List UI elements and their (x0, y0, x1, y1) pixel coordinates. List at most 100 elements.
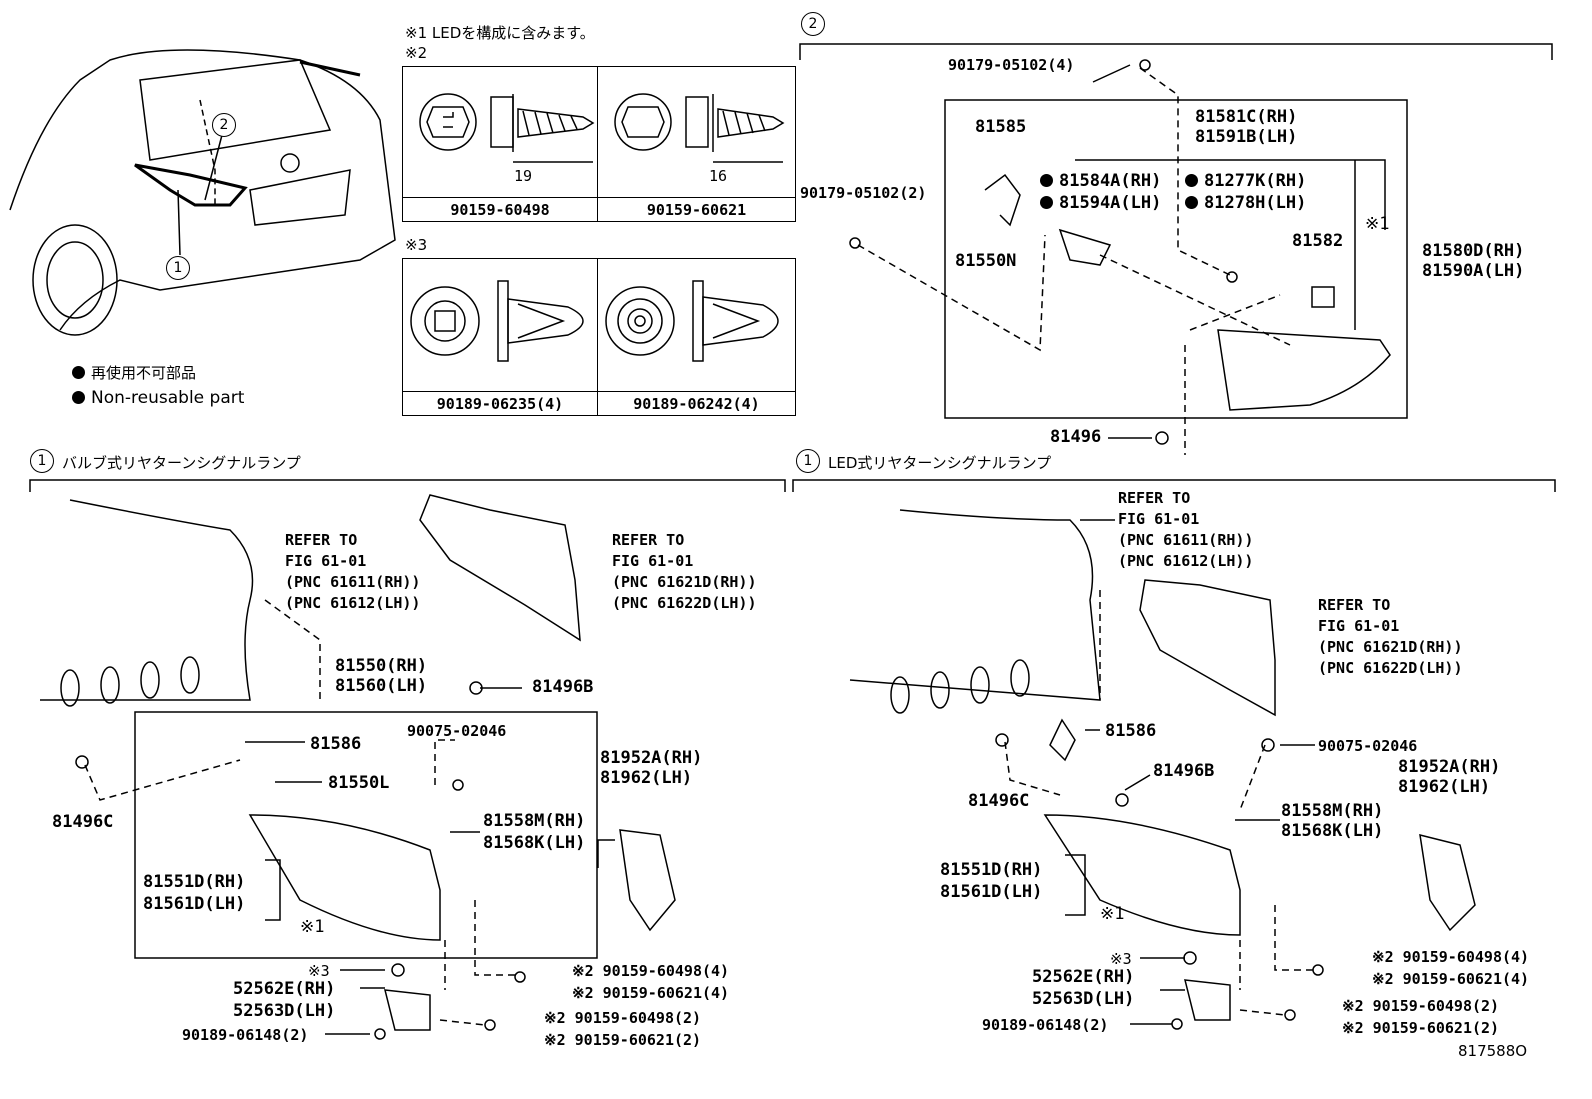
clip-b-cell: 90189-06242(4) (597, 258, 796, 416)
bulb-part-90189: 90189-06148(2) (182, 1026, 309, 1044)
section-bulb-marker: 1 (30, 449, 54, 473)
bulb-part-81550L: 81550L (328, 773, 390, 793)
part-81594: 81594A(LH) (1040, 194, 1161, 212)
bulb-part-81558: 81558M(RH) (483, 811, 586, 831)
screw-b-icon (614, 93, 785, 163)
refer-line: FIG 61-01 (1118, 510, 1200, 528)
screw-b-dim: 16 (708, 167, 728, 185)
refer-line: REFER TO (1118, 489, 1191, 507)
led-screw-4: ※2 90159-60621(2) (1342, 1019, 1500, 1037)
section-led-marker: 1 (796, 449, 820, 473)
refer-line: (PNC 61611(RH)) (1118, 531, 1254, 549)
bulb-refer-1: REFER TO FIG 61-01 (PNC 61611(RH)) (PNC … (285, 530, 420, 614)
screw-b-cell: 16 90159-60621 (597, 66, 796, 222)
refer-line: REFER TO (612, 531, 685, 549)
non-reusable-icon (1040, 196, 1053, 209)
led-screw-2: ※2 90159-60621(4) (1372, 970, 1530, 988)
screw-a-icon (419, 93, 595, 163)
refer-line: (PNC 61611(RH)) (285, 573, 421, 591)
led-refer-1: REFER TO FIG 61-01 (PNC 61611(RH)) (PNC … (1118, 488, 1253, 572)
part-81278: 81278H(LH) (1185, 194, 1306, 212)
note-3: ※3 (405, 236, 428, 254)
bulb-part-81952: 81952A(RH) (600, 748, 703, 768)
led-part-81551: 81551D(RH) (940, 860, 1043, 880)
refer-line: (PNC 61622D(LH)) (1318, 659, 1463, 677)
non-reusable-icon (1185, 196, 1198, 209)
note-2: ※2 (405, 44, 428, 62)
led-part-81558: 81558M(RH) (1281, 801, 1384, 821)
led-part-81586: 81586 (1105, 721, 1157, 741)
part-81590: 81590A(LH) (1422, 261, 1525, 281)
section-2-marker: 2 (801, 12, 825, 36)
part-81582: 81582 (1292, 231, 1344, 251)
legend-en: Non-reusable part (72, 388, 244, 408)
part-81594-text: 81594A(LH) (1059, 193, 1162, 213)
screw-a-cell: 19 90159-60498 (402, 66, 598, 222)
bullet-icon (72, 366, 85, 379)
led-part-90189: 90189-06148(2) (982, 1016, 1109, 1034)
bulb-part-52562: 52562E(RH) (233, 979, 336, 999)
part-90179-left: 90179-05102(2) (800, 184, 927, 202)
refer-line: FIG 61-01 (612, 552, 694, 570)
bulb-screw-2: ※2 90159-60621(4) (572, 984, 730, 1002)
led-part-90075: 90075-02046 (1318, 737, 1418, 755)
note-1: ※1 LEDを構成に含みます。 (405, 24, 595, 42)
refer-line: FIG 61-01 (285, 552, 367, 570)
led-part-81568: 81568K(LH) (1281, 821, 1384, 841)
refer-line: (PNC 61612(LH)) (285, 594, 421, 612)
part-81581: 81581C(RH) (1195, 107, 1298, 127)
legend-jp: 再使用不可部品 (72, 362, 196, 383)
callout-2: 2 (212, 113, 236, 137)
bulb-part-81586: 81586 (310, 734, 362, 754)
section-bulb-title: バルブ式リヤターンシグナルランプ (62, 454, 301, 472)
section-led-title: LED式リヤターンシグナルランプ (828, 454, 1052, 472)
bulb-refer-2: REFER TO FIG 61-01 (PNC 61621D(RH)) (PNC… (612, 530, 757, 614)
led-part-81561: 81561D(LH) (940, 882, 1043, 902)
part-90179-top: 90179-05102(4) (948, 56, 1075, 74)
led-part-81496C: 81496C (968, 791, 1030, 811)
part-81591: 81591B(LH) (1195, 127, 1298, 147)
refer-line: REFER TO (285, 531, 358, 549)
screw-a-dim: 19 (513, 167, 533, 185)
led-note-3: ※3 (1110, 950, 1132, 968)
bulb-part-81560: 81560(LH) (335, 676, 428, 696)
refer-line: (PNC 61621D(RH)) (1318, 638, 1463, 656)
part-81496: 81496 (1050, 427, 1102, 447)
led-screw-3: ※2 90159-60498(2) (1342, 997, 1500, 1015)
figure-id: 817588O (1458, 1042, 1528, 1060)
bulb-part-90075: 90075-02046 (407, 722, 507, 740)
bulb-part-81550: 81550(RH) (335, 656, 428, 676)
bulb-screw-3: ※2 90159-60498(2) (544, 1009, 702, 1027)
bulb-part-81962: 81962(LH) (600, 768, 693, 788)
refer-line: (PNC 61621D(RH)) (612, 573, 757, 591)
refer-line: FIG 61-01 (1318, 617, 1400, 635)
part-81584: 81584A(RH) (1040, 172, 1161, 190)
bulb-screw-1: ※2 90159-60498(4) (572, 962, 730, 980)
part-81550N: 81550N (955, 251, 1017, 271)
bulb-part-81561: 81561D(LH) (143, 894, 246, 914)
bulb-note-3: ※3 (308, 962, 330, 980)
led-part-81952: 81952A(RH) (1398, 757, 1501, 777)
led-refer-2: REFER TO FIG 61-01 (PNC 61621D(RH)) (PNC… (1318, 595, 1463, 679)
bulb-note-1: ※1 (300, 917, 325, 937)
led-part-52562: 52562E(RH) (1032, 967, 1135, 987)
part-81277-text: 81277K(RH) (1204, 171, 1307, 191)
clip-a-part: 90189-06235(4) (436, 395, 564, 413)
led-note-1: ※1 (1100, 904, 1125, 924)
callout-1: 1 (166, 256, 190, 280)
refer-line: (PNC 61622D(LH)) (612, 594, 757, 612)
led-part-52563: 52563D(LH) (1032, 989, 1135, 1009)
bulb-part-81496C: 81496C (52, 812, 114, 832)
screw-b-part: 90159-60621 (646, 201, 747, 219)
refer-line: (PNC 61612(LH)) (1118, 552, 1254, 570)
legend-jp-text: 再使用不可部品 (91, 364, 197, 382)
led-screw-1: ※2 90159-60498(4) (1372, 948, 1530, 966)
bulb-part-81551: 81551D(RH) (143, 872, 246, 892)
note-1-s2: ※1 (1365, 214, 1390, 234)
legend-en-text: Non-reusable part (91, 388, 245, 408)
clip-a-icon (410, 280, 584, 362)
clip-a-cell: 90189-06235(4) (402, 258, 598, 416)
refer-line: REFER TO (1318, 596, 1391, 614)
led-part-81962: 81962(LH) (1398, 777, 1491, 797)
